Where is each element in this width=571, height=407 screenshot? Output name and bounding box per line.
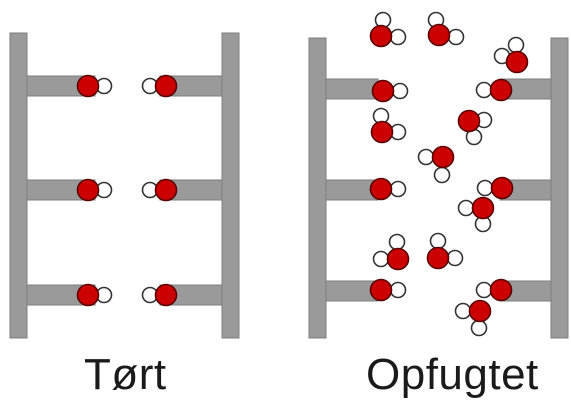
- water-molecule: [369, 278, 407, 302]
- hydrogen-atom: [389, 28, 407, 46]
- oxygen-atom: [489, 78, 513, 102]
- dry-ladder-panel: [9, 32, 240, 339]
- hydrated-ladder-panel: [308, 11, 569, 339]
- oxygen-atom: [369, 278, 393, 302]
- hydrogen-atom: [429, 232, 447, 250]
- water-molecule: [141, 74, 178, 98]
- hydrogen-atom: [417, 148, 435, 166]
- hydrated-caption: Opfugtet: [366, 350, 539, 399]
- water-molecule: [457, 196, 495, 233]
- water-molecule: [76, 283, 113, 307]
- water-molecule: [426, 232, 464, 270]
- water-molecule: [372, 233, 410, 271]
- water-molecule: [457, 109, 493, 146]
- hydrogen-atom: [433, 166, 451, 184]
- water-molecule: [427, 11, 465, 47]
- water-molecule: [369, 11, 407, 48]
- water-molecule: [369, 177, 407, 201]
- ladder-rail-right: [221, 32, 240, 339]
- hydrogen-atom: [389, 281, 407, 299]
- oxygen-atom: [76, 178, 100, 202]
- oxygen-atom: [489, 278, 513, 302]
- hydrogen-atom: [454, 302, 472, 320]
- oxygen-atom: [505, 50, 529, 74]
- hydrogen-atom: [470, 319, 488, 337]
- hydrogen-atom: [507, 36, 525, 54]
- oxygen-atom: [154, 283, 178, 307]
- water-molecule: [454, 299, 492, 337]
- water-molecule: [141, 283, 178, 307]
- hydrogen-atom: [372, 250, 390, 268]
- water-molecule: [76, 74, 113, 98]
- hydrogen-atom: [475, 281, 493, 299]
- oxygen-atom: [457, 109, 481, 133]
- dry-caption: Tørt: [84, 350, 167, 399]
- oxygen-atom: [76, 283, 100, 307]
- water-molecule: [475, 278, 513, 302]
- hydrogen-atom: [388, 233, 406, 251]
- oxygen-atom: [371, 79, 395, 103]
- ladder-rail-right: [550, 37, 569, 339]
- water-molecule: [475, 78, 513, 102]
- oxygen-atom: [468, 299, 492, 323]
- hydrogen-atom: [447, 28, 465, 46]
- water-molecule: [370, 107, 407, 144]
- ladder-rail-left: [9, 32, 28, 339]
- water-molecule: [76, 178, 113, 202]
- oxygen-atom: [154, 74, 178, 98]
- oxygen-atom: [76, 74, 100, 98]
- water-molecule: [476, 176, 514, 200]
- ladder-rung-stub: [325, 78, 379, 100]
- oxygen-atom: [427, 23, 451, 47]
- oxygen-atom: [154, 178, 178, 202]
- hydrogen-atom: [446, 249, 464, 267]
- oxygen-atom: [426, 246, 450, 270]
- oxygen-atom: [370, 120, 394, 144]
- oxygen-atom: [369, 177, 393, 201]
- oxygen-atom: [490, 176, 514, 200]
- water-molecule: [371, 79, 409, 103]
- hydrogen-atom: [476, 179, 494, 197]
- hydrogen-atom: [475, 81, 493, 99]
- water-molecule: [417, 145, 455, 184]
- ladder-rail-left: [308, 37, 327, 339]
- hydrogen-atom: [389, 180, 407, 198]
- oxygen-atom: [369, 24, 393, 48]
- water-molecule: [493, 36, 529, 74]
- oxygen-atom: [386, 247, 410, 271]
- hydrogen-atom: [391, 82, 409, 100]
- hydrogen-atom: [457, 199, 475, 217]
- water-molecule: [141, 178, 178, 202]
- oxygen-atom: [471, 196, 495, 220]
- oxygen-atom: [431, 145, 455, 169]
